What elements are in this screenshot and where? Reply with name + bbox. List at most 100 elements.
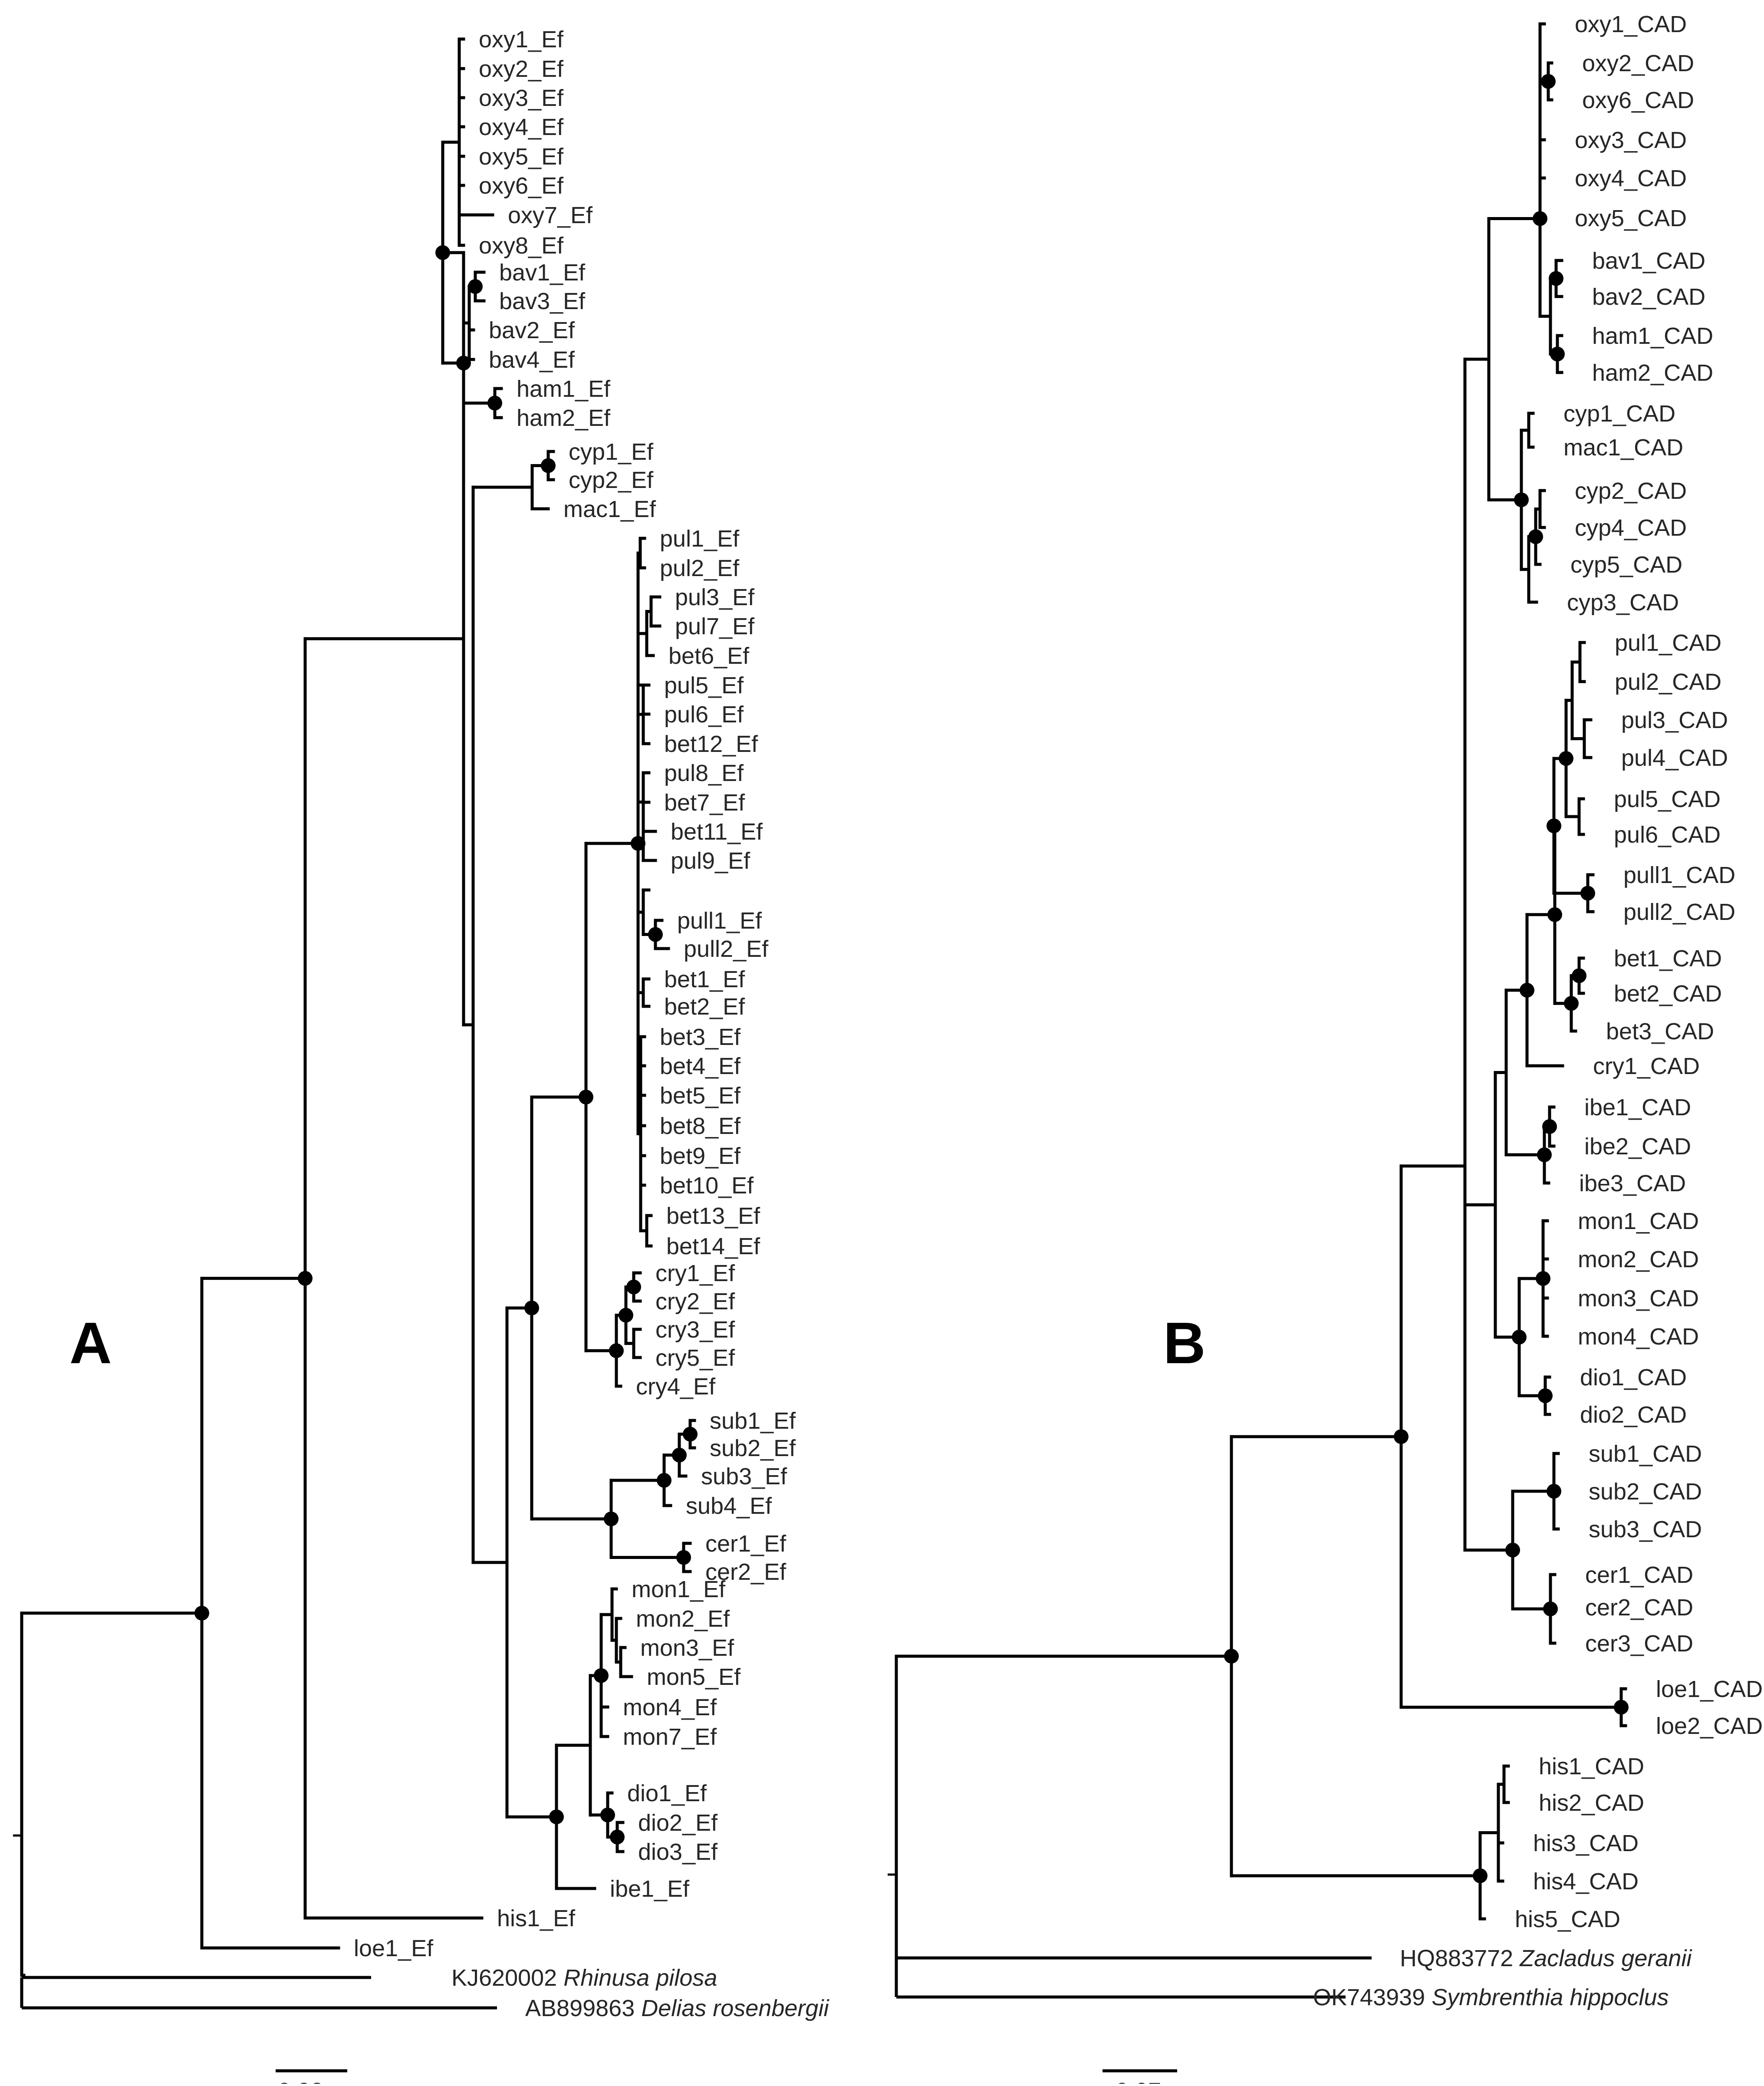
tip-label: bet3_CAD xyxy=(1606,1018,1714,1045)
support-node-dot xyxy=(1542,1119,1557,1134)
tip-label: pul3_CAD xyxy=(1621,707,1728,733)
tip-label: bet7_Ef xyxy=(664,790,745,816)
tip-label: cyp4_CAD xyxy=(1575,515,1687,541)
tip-label: cyp5_CAD xyxy=(1570,552,1682,578)
tip-label: mon4_CAD xyxy=(1578,1324,1699,1350)
support-node-dot xyxy=(610,1829,625,1845)
tip-label: pull2_CAD xyxy=(1623,899,1735,925)
tip-label: cer2_Ef xyxy=(705,1559,787,1585)
tip-label: bet12_Ef xyxy=(664,731,758,757)
tip-label: mac1_CAD xyxy=(1563,435,1683,461)
tip-label: bet8_Ef xyxy=(660,1113,741,1139)
tip-label: his3_CAD xyxy=(1533,1830,1639,1856)
tip-label: cer1_CAD xyxy=(1585,1562,1693,1588)
support-node-dot xyxy=(1528,529,1543,544)
tip-label: pull1_Ef xyxy=(677,908,762,934)
support-node-dot xyxy=(676,1550,691,1565)
support-node-dot xyxy=(1543,1602,1558,1616)
tip-label: mon1_Ef xyxy=(632,1576,726,1602)
tip-label: bet9_Ef xyxy=(660,1143,741,1169)
tip-label: cyp3_CAD xyxy=(1567,590,1679,616)
tip-label: ibe2_CAD xyxy=(1584,1134,1691,1160)
tip-label: bet11_Ef xyxy=(671,819,763,845)
tip-label: bav2_CAD xyxy=(1592,284,1705,310)
tip-label: bav1_CAD xyxy=(1592,248,1705,274)
support-node-dot xyxy=(1394,1429,1409,1444)
tip-label: oxy4_Ef xyxy=(479,114,564,140)
support-node-dot xyxy=(1224,1648,1239,1664)
tip-label: bav4_Ef xyxy=(489,347,575,373)
support-node-dot xyxy=(1614,1700,1629,1715)
tip-label: ham2_Ef xyxy=(517,405,611,431)
tip-label: ham2_CAD xyxy=(1592,360,1713,386)
support-node-dot xyxy=(626,1279,641,1295)
tip-label: pul4_CAD xyxy=(1621,745,1728,771)
tip-label: mon4_Ef xyxy=(623,1694,717,1720)
tip-label: sub1_Ef xyxy=(710,1408,796,1434)
tip-label: dio2_CAD xyxy=(1580,1402,1687,1428)
tip-label: bet4_Ef xyxy=(660,1053,741,1079)
tip-label: pul8_Ef xyxy=(664,760,744,786)
outgroup-label: HQ883772 Zacladus geranii xyxy=(1400,1945,1692,1971)
tip-label: cry5_Ef xyxy=(655,1345,735,1371)
tip-label: bet10_Ef xyxy=(660,1173,754,1199)
tip-label: bet2_CAD xyxy=(1614,981,1722,1007)
scale-bar-a-label: 0.02 xyxy=(278,2078,323,2084)
tip-label: mon5_Ef xyxy=(647,1664,741,1690)
tip-label: bet6_Ef xyxy=(668,643,750,669)
support-node-dot xyxy=(683,1427,698,1442)
tip-label: pul1_Ef xyxy=(660,526,740,552)
support-node-dot xyxy=(604,1511,619,1526)
tip-label: mon3_CAD xyxy=(1578,1285,1699,1312)
support-node-dot xyxy=(579,1090,593,1104)
tip-label: pul2_Ef xyxy=(660,555,740,581)
support-node-dot xyxy=(435,245,450,260)
support-node-dot xyxy=(1547,818,1561,834)
support-node-dot xyxy=(657,1473,671,1488)
tip-label: oxy2_CAD xyxy=(1582,50,1694,76)
support-node-dot xyxy=(1547,907,1562,922)
tip-label: oxy8_Ef xyxy=(479,233,564,259)
outgroup-label: AB899863 Delias rosenbergii xyxy=(525,1995,829,2021)
support-node-dot xyxy=(1473,1868,1488,1883)
tip-label: dio3_Ef xyxy=(638,1839,718,1865)
tip-label: ham1_Ef xyxy=(517,376,611,402)
tree-a-node-dots xyxy=(194,245,698,1845)
tip-label: bet3_Ef xyxy=(660,1024,741,1050)
support-node-dot xyxy=(298,1271,313,1286)
support-node-dot xyxy=(1549,271,1563,286)
tip-label: sub2_Ef xyxy=(710,1435,796,1461)
tip-label: cyp2_Ef xyxy=(569,467,654,493)
tip-label: pul9_Ef xyxy=(671,848,750,874)
tip-label: his5_CAD xyxy=(1515,1906,1620,1932)
support-node-dot xyxy=(1536,1271,1550,1286)
tip-label: pul6_CAD xyxy=(1614,822,1721,848)
tip-label: oxy3_CAD xyxy=(1575,127,1687,153)
support-node-dot xyxy=(549,1809,564,1825)
tip-label: cry4_Ef xyxy=(636,1374,716,1400)
tip-label: mon3_Ef xyxy=(640,1635,734,1661)
tree-a-branches xyxy=(13,37,696,2010)
tree-b-node-dots xyxy=(1224,74,1629,1883)
tip-label: dio1_Ef xyxy=(627,1780,707,1806)
tip-label: bet13_Ef xyxy=(666,1203,760,1229)
tip-label: ham1_CAD xyxy=(1592,323,1713,349)
support-node-dot xyxy=(1538,1388,1553,1403)
support-node-dot xyxy=(1520,982,1534,998)
support-node-dot xyxy=(1572,968,1586,983)
support-node-dot xyxy=(1533,211,1547,226)
tip-label: pul7_Ef xyxy=(675,613,755,639)
support-node-dot xyxy=(1512,1330,1527,1345)
tip-label: mon2_CAD xyxy=(1578,1246,1699,1272)
tip-label: loe1_Ef xyxy=(354,1935,434,1961)
scale-bar-b: 0.07 xyxy=(1102,2069,1177,2086)
tip-label: mon1_CAD xyxy=(1578,1208,1699,1234)
tip-label: his2_CAD xyxy=(1539,1790,1644,1816)
tip-label: oxy3_Ef xyxy=(479,85,564,111)
tip-label: his1_Ef xyxy=(497,1905,576,1931)
panel-a-letter: A xyxy=(69,1310,112,1376)
tip-label: cer2_CAD xyxy=(1585,1595,1693,1621)
tip-label: pull2_Ef xyxy=(684,936,769,962)
tip-label: bet2_Ef xyxy=(664,994,745,1020)
support-node-dot xyxy=(1564,996,1579,1011)
